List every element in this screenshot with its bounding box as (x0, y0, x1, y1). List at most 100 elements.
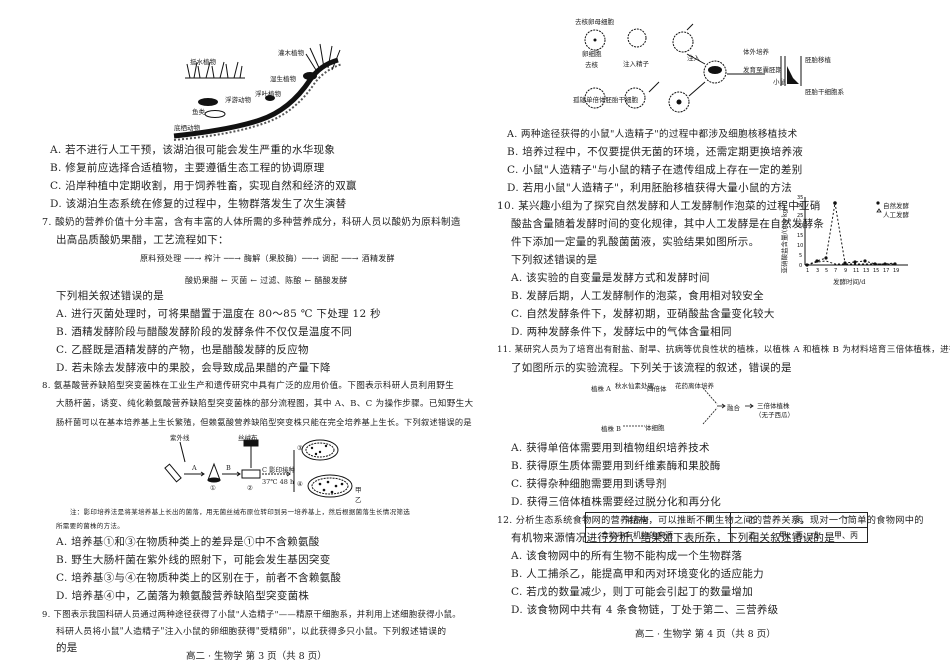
table-header-ding: 丁 (825, 512, 868, 528)
label-parthenogenetic: 胚胎干细胞系 (805, 88, 844, 96)
chart-ylabel: 亚硝酸盐含量/(mg·kg⁻¹) (780, 200, 789, 274)
q7-option-c: C. 乙醛既是酒精发酵的产物，也是醋酸发酵的反应物 (56, 344, 309, 356)
q11-option-d: D. 获得三倍体植株需要经过脱分化和再分化 (511, 496, 722, 508)
table-header-jia: 甲 (688, 512, 731, 528)
q9-option-a: A. 两种途径获得的小鼠"人造精子"的过程中都涉及细胞核移植技术 (507, 129, 798, 140)
label-benthic: 底栖动物 (174, 124, 200, 132)
food-web-table: 消费者 甲 乙 丙 丁 食物中有机物的来源 乙 乙 甲、丙、戊 甲、丙 (585, 512, 868, 543)
label-incubation: 37℃ 48 h (262, 478, 295, 486)
q10-option-d: D. 两种发酵条件下，发酵坛中的气体含量相同 (511, 326, 732, 338)
chart-legend-natural: 自然发酵 (883, 202, 909, 210)
svg-text:15: 15 (797, 233, 803, 239)
label-blastocyst: 发育至囊胚期 (743, 66, 782, 74)
q11-stem-2: 了如图所示的实验流程。下列关于该流程的叙述，错误的是 (511, 362, 792, 374)
label-anther-culture: 花药离体培养 (675, 382, 714, 390)
q8-note-1: 注：影印培养法是将某培养基上长出的菌落，用无菌丝绒布原位转印到另一培养基上，然后… (70, 508, 410, 516)
q11-option-a: A. 获得单倍体需要用到植物组织培养技术 (511, 442, 710, 454)
label-haploid-es: 孤雄单倍体胚胎干细胞 (573, 96, 638, 104)
q10-option-a: A. 该实验的自变量是发酵方式和发酵时间 (511, 272, 710, 284)
label-colony-yi: 乙 (355, 496, 362, 504)
label-tetraploid: 四倍体 (647, 385, 667, 393)
q10-option-c: C. 自然发酵条件下，发酵初期，亚硝酸盐含量变化较大 (511, 308, 775, 320)
q9-artificial-sperm-figure (584, 23, 802, 113)
label-medium-1: ① (210, 484, 216, 492)
q6-option-b: B. 修复前应选择合适植物，主要遵循生态工程的协调原理 (50, 162, 325, 174)
svg-text:30: 30 (797, 203, 803, 209)
svg-text:15: 15 (873, 268, 879, 274)
label-triploid: 三倍体植株 (757, 402, 790, 410)
q8-note-2: 所需要的菌株的方法。 (56, 522, 124, 530)
label-colchicine: 秋水仙素处理 (615, 382, 654, 390)
svg-text:19: 19 (893, 268, 899, 274)
label-egg-cell: 卵细胞 (582, 50, 602, 58)
label-fusion: 融合 (727, 404, 740, 412)
svg-text:20: 20 (797, 223, 803, 229)
label-plant-a: 植株 A (591, 385, 611, 393)
label-shrub: 灌木植物 (278, 49, 304, 57)
q9-option-b: B. 培养过程中，不仅要提供无菌的环境，还需定期更换培养液 (507, 146, 804, 158)
label-medium-2: ② (247, 484, 253, 492)
q7-flow-bottom: 酸奶果醋 ← 灭菌 ← 过滤、陈酿 ← 醋酸发酵 (185, 276, 348, 285)
q7-option-d: D. 若未除去发酵液中的果胶，会导致成品果醋的产量下降 (56, 362, 331, 374)
q7-option-b: B. 酒精发酵阶段与醋酸发酵阶段的发酵条件不仅仅是温度不同 (56, 326, 353, 338)
svg-text:25: 25 (797, 213, 803, 219)
q10-stem-3: 件下添加一定量的乳酸菌菌液，实验结果如图所示。 (511, 236, 760, 248)
q7-stem-2: 出高品质酸奶果醋，工艺流程如下： (56, 234, 229, 246)
label-wet-plant: 湿生植物 (270, 75, 296, 83)
q8-stem-3: 肠杆菌可以在基本培养基上生长繁殖，但赖氨酸营养缺陷型突变株只能在完全培养基上生长… (56, 417, 472, 427)
table-header-consumer: 消费者 (585, 512, 688, 528)
q8-option-d: D. 培养基④中，乙菌落为赖氨酸营养缺陷型突变菌株 (56, 590, 310, 602)
label-fish: 鱼类 (192, 108, 205, 116)
label-step-c: C 影印接种 (262, 466, 296, 474)
table-cell-yi: 乙 (730, 527, 773, 543)
label-medium-3: ③ (297, 444, 303, 452)
svg-text:7: 7 (834, 268, 837, 274)
q8-option-a: A. 培养基①和③在物质种类上的差异是①中不含赖氨酸 (56, 536, 320, 548)
label-in-vitro: 体外培养 (743, 48, 769, 56)
q8-mutant-screening-figure (164, 439, 353, 498)
q8-option-c: C. 培养基③与④在物质种类上的区别在于，前者不含赖氨酸 (56, 572, 342, 584)
svg-text:13: 13 (863, 268, 869, 274)
q11-option-c: C. 获得杂种细胞需要用到诱导剂 (511, 478, 667, 490)
q6-option-a: A. 若不进行人工干预，该湖泊很可能会发生严重的水华现象 (50, 144, 336, 156)
q11-option-b: B. 获得原生质体需要用到纤维素酶和果胶酶 (511, 460, 721, 472)
label-uv: 紫外线 (170, 434, 190, 442)
svg-text:9: 9 (844, 268, 847, 274)
table-cell-bing: 甲、丙、戊 (773, 527, 825, 543)
q7-question: 下列相关叙述错误的是 (56, 290, 164, 302)
q8-stem-1: 8. 氨基酸营养缺陷型突变菌株在工业生产和遗传研究中具有广泛的应用价值。下图表示… (42, 381, 455, 391)
label-emergent-plant: 挺水植物 (190, 58, 216, 66)
q7-stem: 7. 酸奶的营养价值十分丰富，含有丰富的人体所需的多种营养成分，科研人员以酸奶为… (42, 217, 461, 228)
q11-triploid-flow-figure (623, 387, 754, 427)
q11-stem-1: 11. 某研究人员为了培育出有耐盐、耐旱、抗病等优良性状的植株，以植株 A 和植… (497, 345, 950, 355)
chart-xlabel: 发酵时间/d (833, 278, 866, 286)
table-row-label: 食物中有机物的来源 (585, 527, 688, 543)
label-medium-4: ④ (297, 480, 303, 488)
label-enucleated-oocyte: 去核卵母细胞 (575, 18, 614, 26)
table-header-bing: 丙 (773, 512, 825, 528)
label-inject-sperm: 注入精子 (623, 60, 649, 68)
q10-question: 下列叙述错误的是 (511, 254, 598, 266)
label-velvet: 丝绒布 (238, 434, 258, 442)
exam-page-4: 去核卵母细胞 卵细胞 去核 注入精子 孤雄单倍体胚胎干细胞 注入 发育至囊胚期 … (475, 0, 950, 671)
q12-option-c: C. 若戊的数量减少，则丁可能会引起丁的数量增加 (511, 586, 754, 598)
label-step-a: A (192, 464, 197, 472)
label-zooplankton: 浮游动物 (225, 96, 251, 104)
label-plant-b: 植株 B (601, 425, 621, 433)
page-footer-3: 高二 · 生物学 第 3 页（共 8 页） (186, 651, 327, 662)
exam-page-3: 挺水植物 浮叶植物 浮游动物 鱼类 底栖动物 湿生植物 灌木植物 A. 若不进行… (42, 43, 473, 662)
q12-option-b: B. 人工捕杀乙，能提高甲和丙对环境变化的适应能力 (511, 568, 764, 580)
label-seedless: （无子西瓜） (755, 411, 794, 419)
q9-stem-3: 的是 (56, 642, 78, 654)
label-mouse: 小鼠 (773, 78, 786, 86)
svg-text:11: 11 (853, 268, 859, 274)
chart-legend-artificial: 人工发酵 (883, 211, 909, 219)
table-row: 食物中有机物的来源 乙 乙 甲、丙、戊 甲、丙 (585, 527, 868, 543)
svg-text:3: 3 (816, 268, 819, 274)
label-enucleate: 去核 (585, 61, 598, 69)
svg-text:5: 5 (825, 268, 828, 274)
q10-option-b: B. 发酵后期，人工发酵制作的泡菜，食用相对较安全 (511, 290, 764, 302)
svg-text:5: 5 (799, 253, 802, 259)
q7-option-a: A. 进行灭菌处理时，可将果醋置于温度在 80～85 ℃ 下处理 12 秒 (56, 308, 381, 320)
